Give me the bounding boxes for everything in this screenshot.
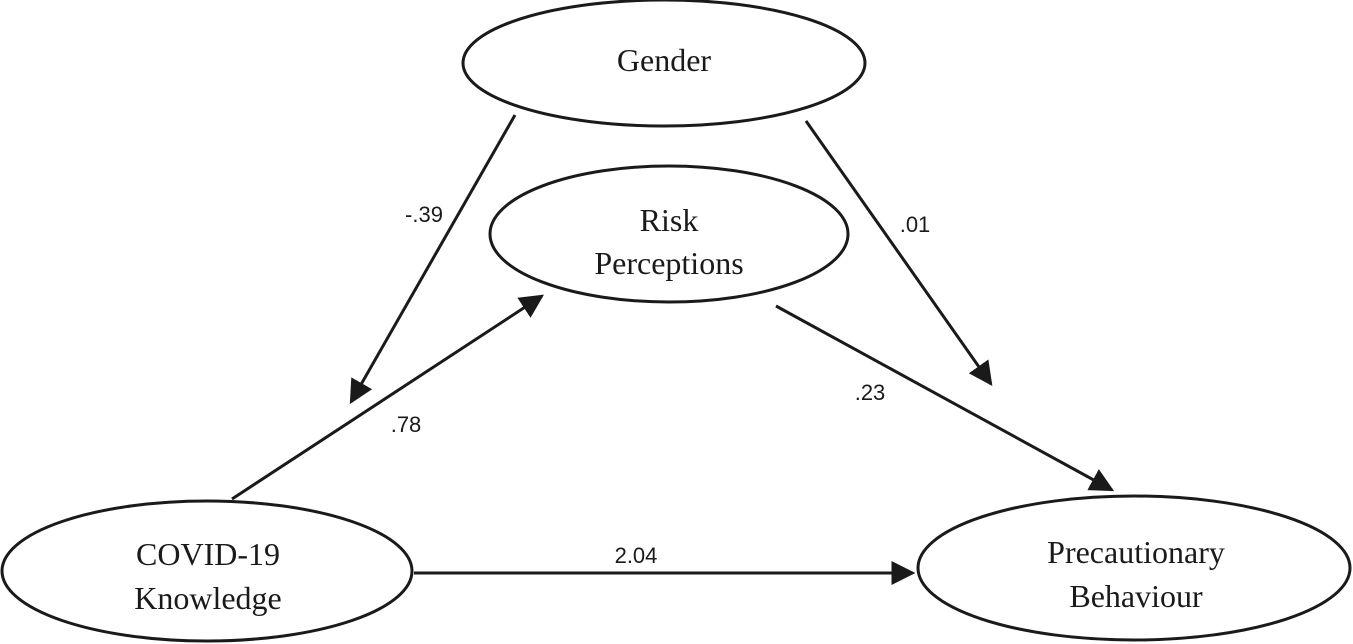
- node-gender-label: Gender: [617, 42, 712, 78]
- edge-risk-to-precaution: [775, 304, 1115, 492]
- node-risk-ellipse: [488, 164, 850, 304]
- node-risk-label-line2: Perceptions: [594, 245, 743, 281]
- node-precaution-label-line1: Precautionary: [1047, 534, 1225, 570]
- coef-gender-to-precaution: .01: [900, 212, 931, 237]
- edge-covid-to-risk: [231, 294, 545, 501]
- coef-gender-to-covid: -.39: [405, 202, 443, 227]
- edge-gender-to-covid: [349, 114, 517, 405]
- coef-covid-to-risk: .78: [391, 412, 422, 437]
- coef-covid-to-precaution: 2.04: [615, 543, 658, 568]
- coef-risk-to-precaution: .23: [855, 380, 886, 405]
- node-precaution-ellipse: [916, 494, 1352, 642]
- node-precautionary-behaviour: Precautionary Behaviour: [916, 494, 1352, 642]
- node-risk-perceptions: Risk Perceptions: [488, 164, 850, 304]
- node-precaution-label-line2: Behaviour: [1069, 578, 1203, 614]
- edge-gender-to-precaution: [804, 120, 993, 386]
- node-covid-label-line2: Knowledge: [134, 580, 282, 616]
- node-gender-ellipse: [461, 0, 867, 128]
- node-covid-ellipse: [0, 499, 414, 643]
- node-gender: Gender: [461, 0, 867, 128]
- node-covid-label-line1: COVID-19: [136, 536, 280, 572]
- node-covid-knowledge: COVID-19 Knowledge: [0, 499, 414, 643]
- node-risk-label-line1: Risk: [640, 202, 699, 238]
